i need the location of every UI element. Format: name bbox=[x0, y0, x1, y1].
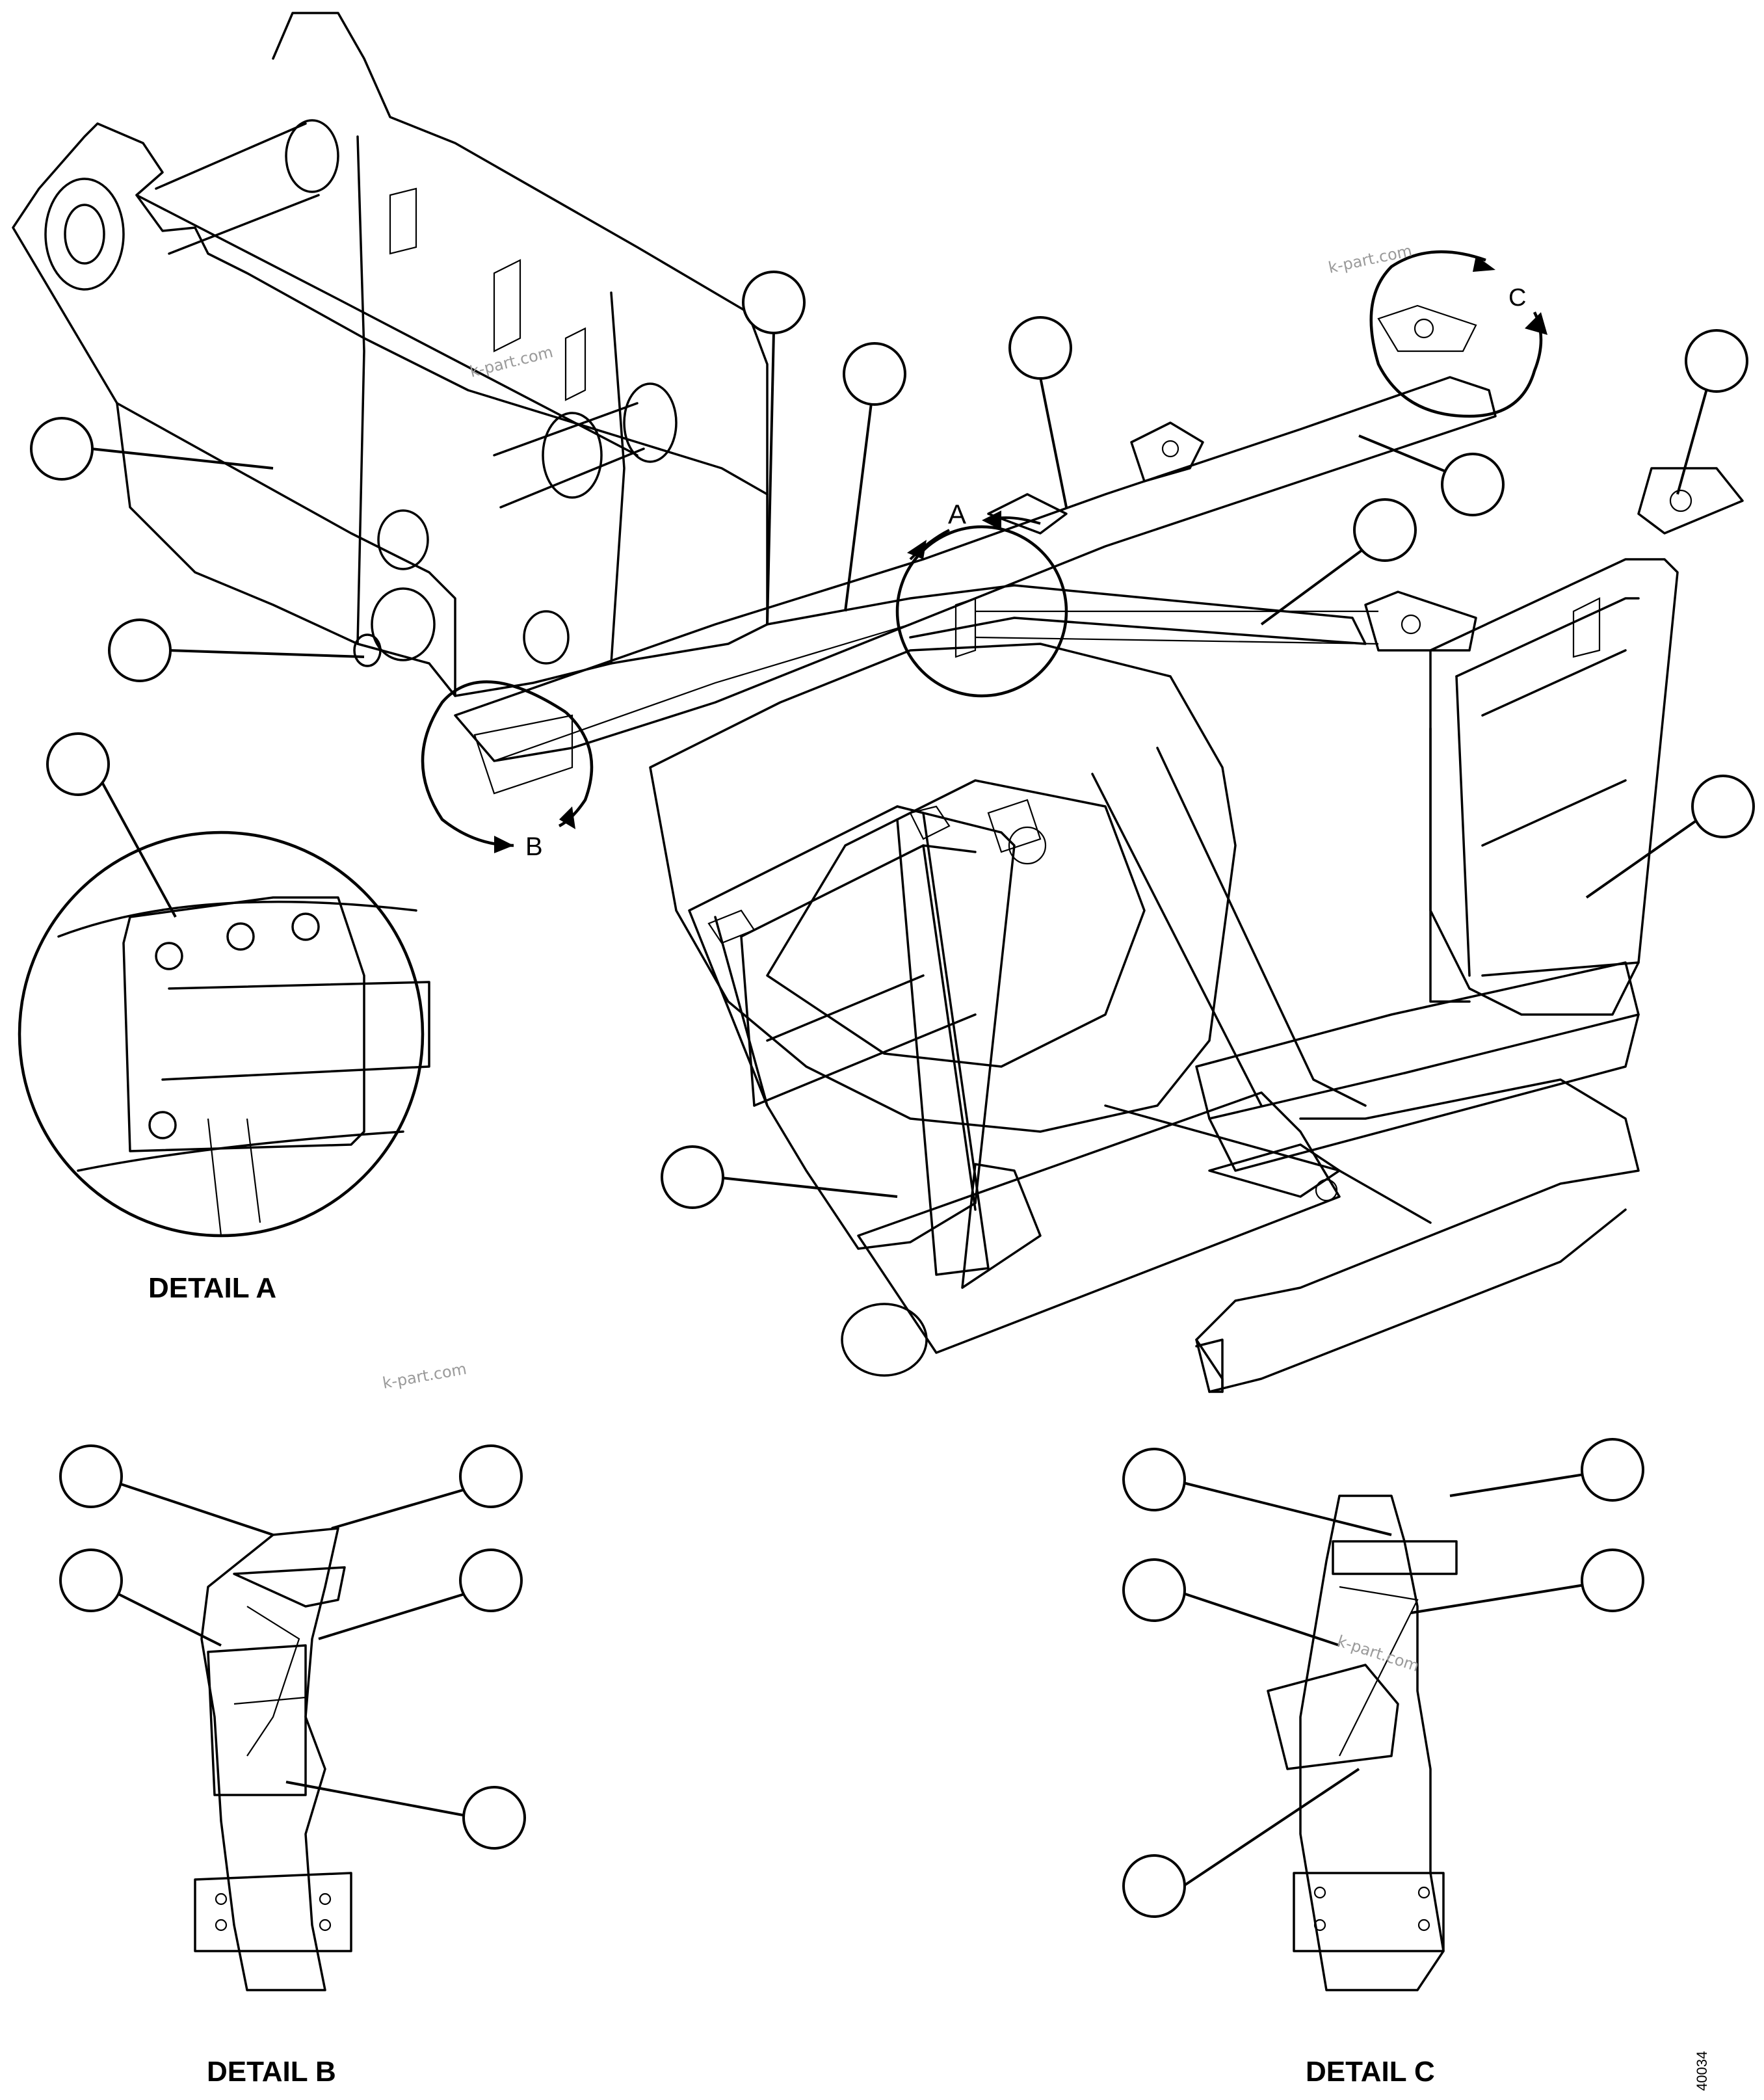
callout-bubble[interactable] bbox=[1685, 329, 1748, 393]
callout-bubble[interactable] bbox=[1122, 1448, 1186, 1511]
callouts-detail-c bbox=[1122, 1438, 1644, 1918]
callout-bubble[interactable] bbox=[843, 342, 906, 406]
watermark: k-part.com bbox=[1326, 241, 1414, 277]
rear-frame-body bbox=[12, 12, 769, 697]
callout-bubble[interactable] bbox=[1581, 1438, 1644, 1502]
callout-bubble[interactable] bbox=[1691, 775, 1755, 838]
watermark: k-part.com bbox=[468, 343, 555, 381]
watermark: k-part.com bbox=[381, 1360, 468, 1392]
callouts-detail-b bbox=[59, 1444, 526, 1850]
callout-bubble[interactable] bbox=[1122, 1854, 1186, 1918]
callout-bubble[interactable] bbox=[59, 1548, 123, 1612]
detail-a-arrow-right bbox=[982, 511, 1001, 530]
callout-bubble[interactable] bbox=[661, 1145, 724, 1209]
detail-a-title: DETAIL A bbox=[148, 1272, 276, 1304]
view-marker-a: A bbox=[948, 499, 966, 529]
detail-a-enlarged-circle bbox=[18, 831, 425, 1238]
detail-a-arrow-left bbox=[907, 540, 927, 559]
callout-bubble[interactable] bbox=[59, 1444, 123, 1508]
cross-member-rail bbox=[454, 376, 1744, 762]
callout-bubble[interactable] bbox=[1353, 498, 1417, 562]
view-marker-c: C bbox=[1508, 284, 1526, 312]
detail-b-indicator: B bbox=[421, 680, 594, 861]
callouts-main bbox=[30, 271, 1755, 1209]
view-marker-b: B bbox=[525, 832, 543, 861]
callout-bubble[interactable] bbox=[1122, 1558, 1186, 1622]
detail-a-indicator: A bbox=[895, 499, 1379, 698]
right-step-frame bbox=[1429, 558, 1679, 1016]
callout-bubble[interactable] bbox=[1581, 1548, 1644, 1612]
left-step-frame bbox=[688, 799, 1042, 1276]
detail-c-view bbox=[1267, 1495, 1458, 1991]
callouts-detail-a bbox=[46, 732, 110, 796]
callout-bubble[interactable] bbox=[30, 417, 94, 481]
detail-c-title: DETAIL C bbox=[1306, 2056, 1435, 2088]
callout-bubble[interactable] bbox=[462, 1786, 526, 1850]
detail-a-view bbox=[18, 831, 430, 1238]
figure-id: 40034 bbox=[1694, 2051, 1710, 2091]
center-frame-section bbox=[649, 643, 1640, 1393]
callout-bubble[interactable] bbox=[108, 618, 172, 682]
detail-b-arrow-left bbox=[494, 836, 514, 853]
callout-bubble[interactable] bbox=[459, 1444, 523, 1508]
callout-bubble[interactable] bbox=[742, 271, 806, 334]
detail-b-title: DETAIL B bbox=[207, 2056, 336, 2088]
detail-b-arrow-right bbox=[559, 806, 575, 829]
detail-b-view bbox=[194, 1527, 352, 1991]
detail-c-indicator: C bbox=[1369, 250, 1547, 418]
callout-bubble[interactable] bbox=[459, 1548, 523, 1612]
callout-bubble[interactable] bbox=[1008, 316, 1072, 380]
detail-c-arrow-top bbox=[1473, 256, 1495, 272]
callout-bubble[interactable] bbox=[46, 732, 110, 796]
callout-bubble[interactable] bbox=[1441, 453, 1505, 516]
detail-c-arrow-right bbox=[1525, 312, 1547, 335]
